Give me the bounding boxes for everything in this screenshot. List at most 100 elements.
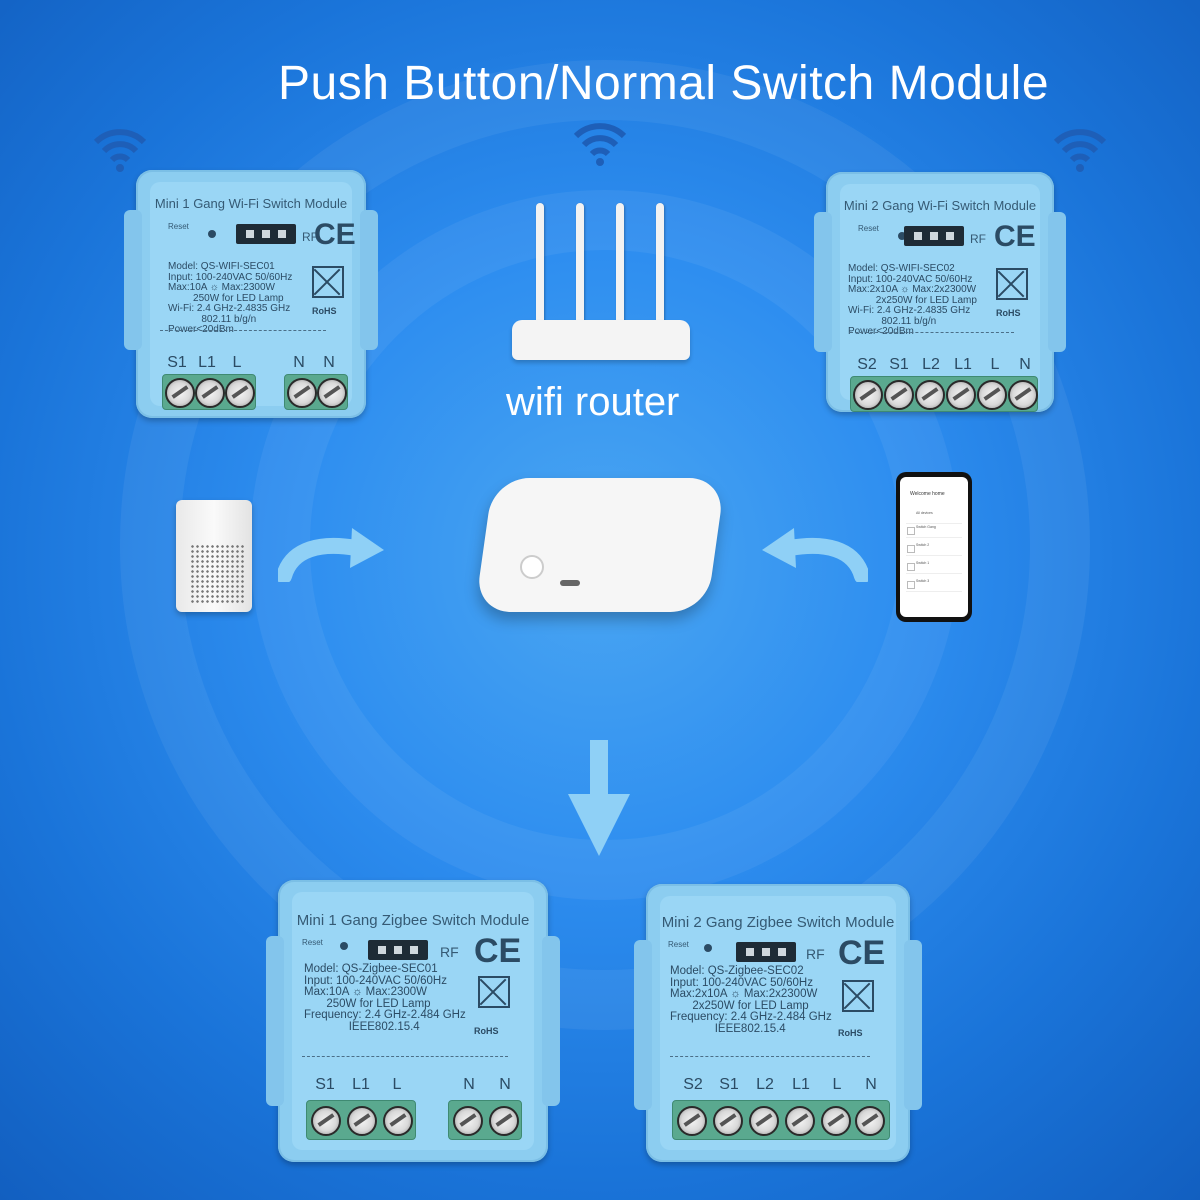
speaker-grill [190,544,246,604]
terminal-screw [195,378,225,408]
spec-text: Model: QS-Zigbee-SEC01 Input: 100-240VAC… [304,963,466,1033]
hub-usb-port [560,580,580,586]
weee-bin-icon [842,980,874,1012]
app-header: Welcome home [910,491,945,497]
terminal-label: L2 [756,1076,774,1093]
smart-speaker [176,500,252,612]
terminal-screw [915,380,945,410]
divider [160,330,326,331]
ce-mark: CE [314,218,356,251]
reset-button [704,944,712,952]
curved-arrow-icon [762,528,868,582]
terminal-screw [946,380,976,410]
terminal-block [850,376,1038,412]
list-item-label: Switch 2 [916,543,930,547]
terminal-block [448,1100,522,1140]
terminal-screw [165,378,195,408]
rf-connector [368,940,428,960]
ce-mark: CE [474,932,522,970]
wifi-1-gang-module: Mini 1 Gang Wi-Fi Switch Module Reset RF… [124,170,378,418]
spec-text: Model: QS-Zigbee-SEC02 Input: 100-240VAC… [670,965,832,1035]
reset-label: Reset [668,940,689,949]
terminal-screw [489,1106,519,1136]
terminal-label: N [293,354,305,371]
terminal-label: S1 [889,356,909,373]
terminal-label: L1 [198,354,216,371]
divider [850,332,1014,333]
terminal-label: N [865,1076,877,1093]
terminal-label: L [392,1076,402,1093]
wifi-2-gang-module: Mini 2 Gang Wi-Fi Switch Module Reset RF… [814,172,1066,412]
mount-clip [634,940,652,1110]
terminal-screw [853,380,883,410]
zigbee-2-gang-module: Mini 2 Gang Zigbee Switch Module Reset R… [634,884,922,1162]
terminal-screw [1008,380,1038,410]
weee-bin-icon [312,266,344,298]
terminal-screw [347,1106,377,1136]
ce-mark: CE [994,220,1036,253]
list-item-label: Switch 1 [916,561,930,565]
page-title: Push Button/Normal Switch Module [278,57,1050,110]
terminal-screw [225,378,255,408]
mount-clip [1048,212,1066,352]
mount-clip [542,936,560,1106]
mount-clip [814,212,832,352]
spec-text: Model: QS-WIFI-SEC01 Input: 100-240VAC 5… [168,261,293,335]
mount-clip [904,940,922,1110]
terminal-screw [713,1106,743,1136]
down-arrow-icon [568,740,630,856]
weee-bin-icon [478,976,510,1008]
rf-connector [236,224,296,244]
terminal-label: S2 [683,1076,703,1093]
reset-label: Reset [168,222,189,231]
terminal-label: L [990,356,1000,373]
rohs-mark: RoHS [312,306,337,316]
terminal-label: S2 [857,356,877,373]
curved-arrow-icon [278,528,384,582]
reset-button [340,942,348,950]
terminal-screw [977,380,1007,410]
router-caption: wifi router [506,380,680,424]
smartphone: Welcome home All devices Switch Gang Swi… [896,472,972,622]
divider [670,1056,870,1057]
rohs-mark: RoHS [996,308,1021,318]
rf-label: RF [970,232,986,246]
list-item: Switch 2 [906,543,962,556]
mount-clip [266,936,284,1106]
rohs-mark: RoHS [474,1026,499,1036]
module-title: Mini 2 Gang Zigbee Switch Module [661,914,895,931]
spec-text: Model: QS-WIFI-SEC02 Input: 100-240VAC 5… [848,263,977,337]
terminal-screw [821,1106,851,1136]
terminal-screw [287,378,317,408]
rf-label: RF [440,944,459,960]
router-antenna [536,203,544,331]
terminal-label: S1 [719,1076,739,1093]
router-antenna [656,203,664,331]
terminal-label: N [323,354,335,371]
terminal-label: S1 [315,1076,335,1093]
terminal-block [162,374,256,410]
terminal-screw [884,380,914,410]
rf-label: RF [302,230,318,244]
router-antenna [616,203,624,331]
module-title: Mini 1 Gang Wi-Fi Switch Module [154,196,348,211]
terminal-label: N [1019,356,1031,373]
terminal-screw [453,1106,483,1136]
terminal-label: L1 [792,1076,810,1093]
list-item-label: Switch 3 [916,579,930,583]
rf-connector [736,942,796,962]
divider [302,1056,508,1057]
terminal-screw [785,1106,815,1136]
list-item: Switch Gang [906,525,962,538]
zigbee-1-gang-module: Mini 1 Gang Zigbee Switch Module Reset R… [266,880,560,1162]
wifi-signal-icon [1053,129,1107,172]
wifi-router [512,320,690,360]
rohs-mark: RoHS [838,1028,863,1038]
router-antenna [576,203,584,331]
list-item-label: Switch Gang [916,525,936,529]
terminal-block [672,1100,890,1140]
mount-clip [360,210,378,350]
terminal-label: L2 [922,356,940,373]
terminal-screw [317,378,347,408]
